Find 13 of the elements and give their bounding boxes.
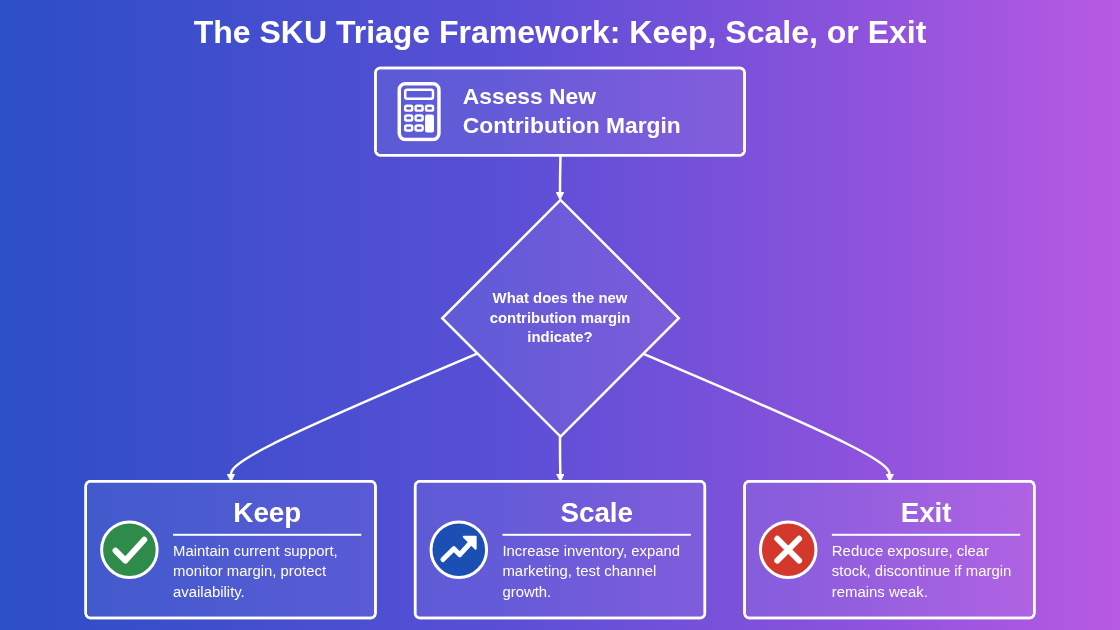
node-heading: Exit xyxy=(831,495,1021,537)
node-description: Maintain current support, monitor margin, protect availability. xyxy=(173,541,339,603)
diagram-title: The SKU Triage Framework: Keep, Scale, or Exit xyxy=(192,13,928,52)
decision-question: What does the new contribution margin indicate? xyxy=(488,288,632,347)
node-description: Reduce exposure, clear stock, discontinue if margin remains weak. xyxy=(831,541,1013,603)
node-heading: Scale xyxy=(502,495,691,537)
node-description: Increase inventory, expand marketing, test channel growth. xyxy=(502,541,682,603)
arrow xyxy=(555,436,565,483)
arrow xyxy=(226,352,478,483)
arrow xyxy=(555,155,565,201)
node-heading: Keep xyxy=(173,495,362,537)
node-title: Assess New Contribution Margin xyxy=(462,81,682,141)
arrow xyxy=(642,352,895,483)
